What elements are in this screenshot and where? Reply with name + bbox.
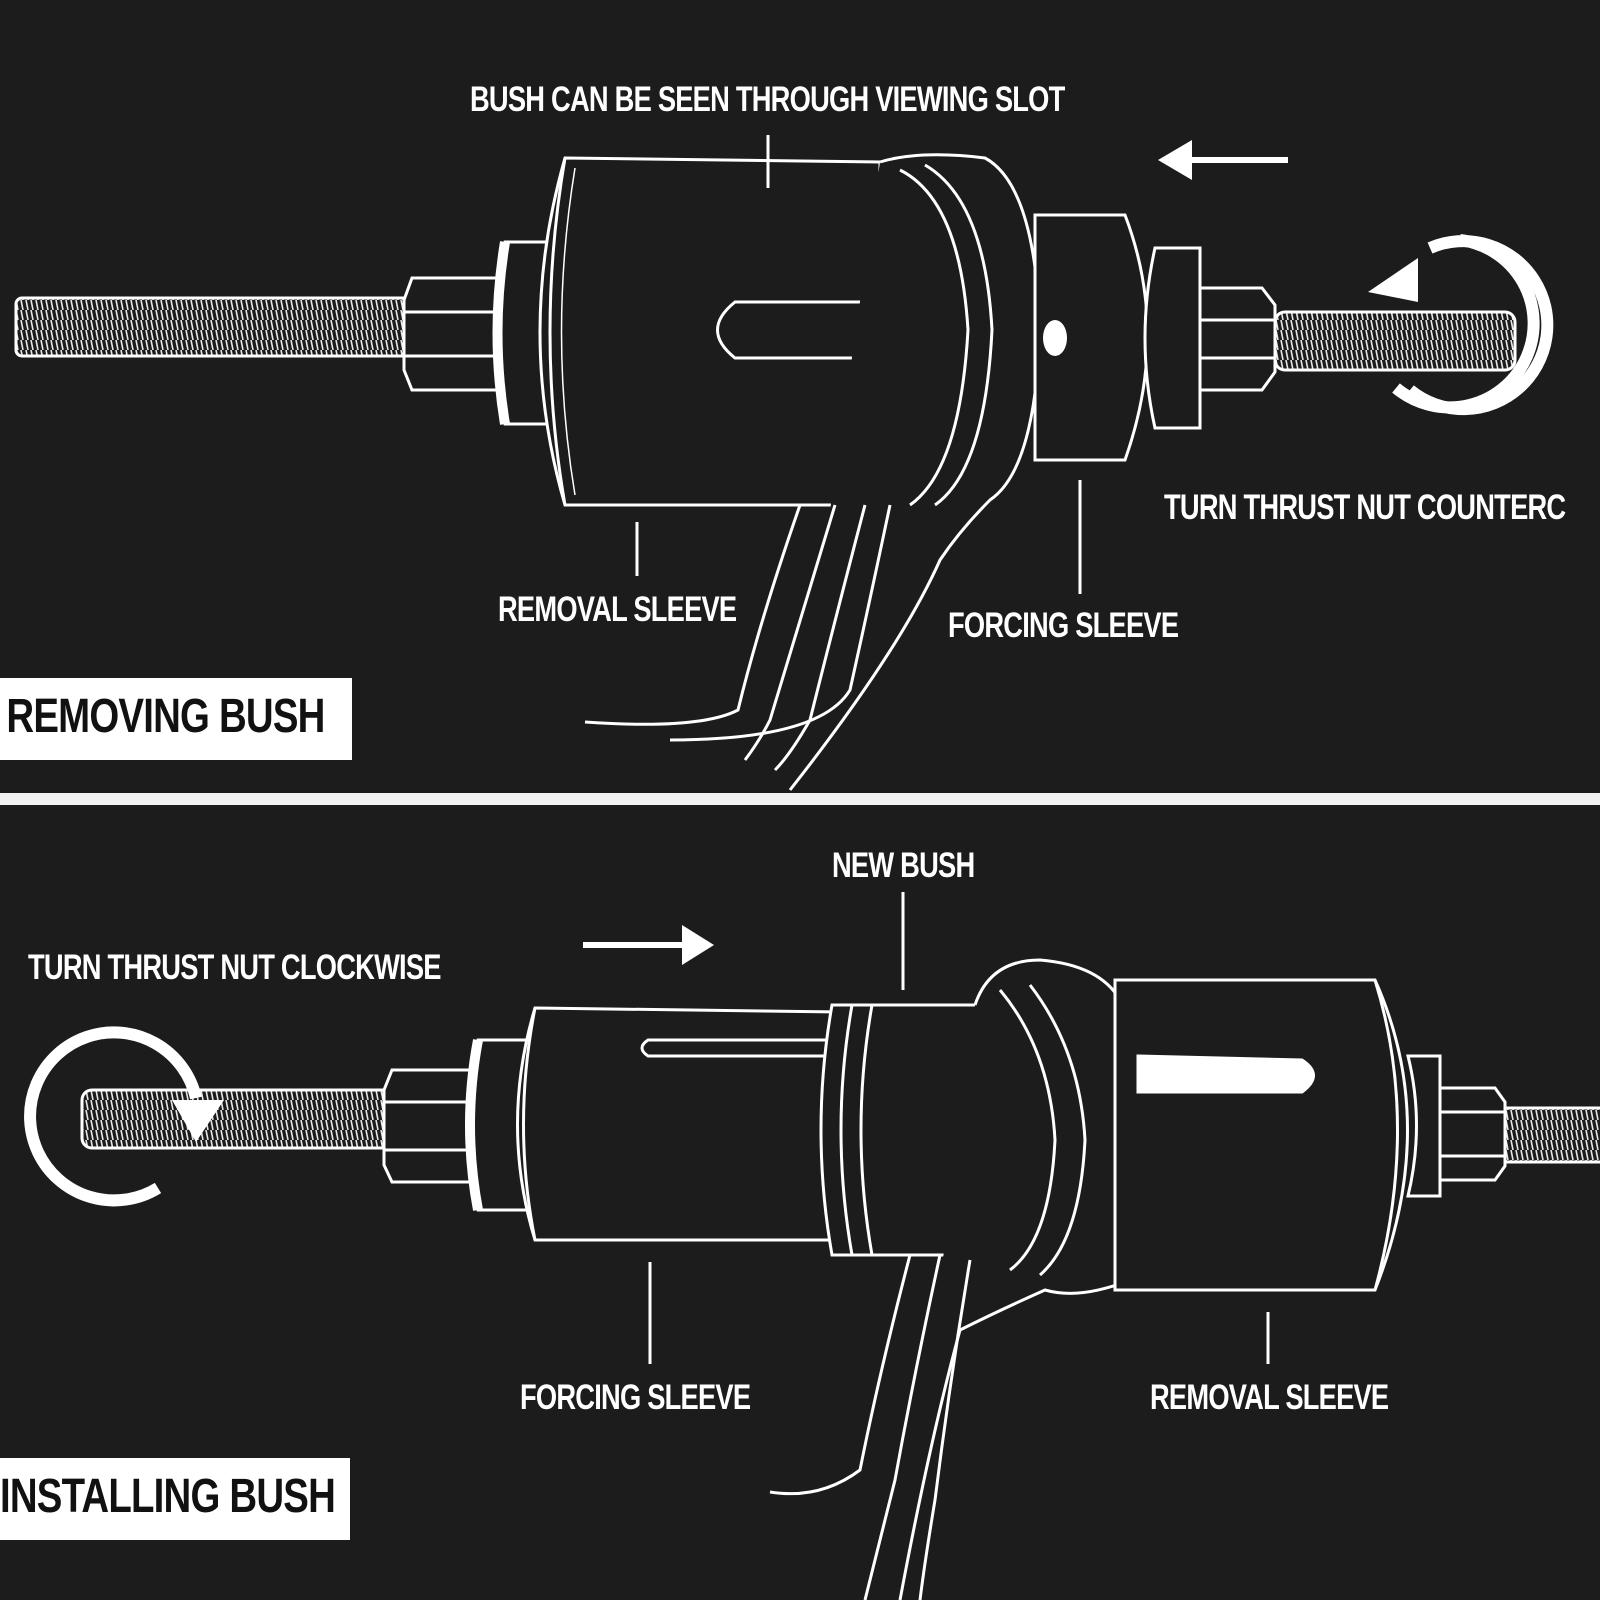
lever-arm — [788, 153, 1042, 791]
label-new-bush: NEW BUSH — [832, 846, 975, 885]
installing-bush-title: INSTALLING BUSH — [0, 1470, 336, 1523]
removing-leader-lines — [635, 135, 1082, 594]
threaded-rod-right — [1273, 310, 1517, 372]
label-forcing-sleeve: FORCING SLEEVE — [520, 1378, 751, 1417]
label-turn-thrust-nut-clockwise: TURN THRUST NUT CLOCKWISE — [28, 948, 441, 987]
label-removal-sleeve: REMOVAL SLEEVE — [498, 590, 737, 629]
threaded-rod-left — [80, 1088, 394, 1150]
hex-nut-right — [1198, 286, 1277, 392]
removing-bush-title: REMOVING BUSH — [6, 690, 325, 743]
lever-arm — [898, 958, 1132, 1600]
panel-divider — [0, 793, 1600, 805]
forcing-sleeve-body — [516, 1006, 842, 1242]
removal-sleeve-body — [1113, 978, 1409, 1292]
arrow-left-icon — [1158, 140, 1288, 180]
installing-leader-lines — [648, 892, 1270, 1364]
viewing-slot — [1136, 1054, 1315, 1094]
removing-bush-badge: REMOVING BUSH — [0, 678, 352, 760]
arrow-right-icon — [583, 925, 714, 965]
thrust-washer-right — [1406, 1054, 1442, 1198]
label-viewing-slot: BUSH CAN BE SEEN THROUGH VIEWING SLOT — [470, 80, 1065, 119]
hex-nut-right — [1438, 1086, 1507, 1182]
viewing-slot — [716, 300, 907, 360]
new-bush — [819, 1003, 987, 1257]
hex-nut-left — [402, 276, 510, 392]
thrust-washer-right — [1143, 246, 1202, 430]
label-removal-sleeve: REMOVAL SLEEVE — [1150, 1378, 1389, 1417]
installing-bush-badge: INSTALLING BUSH — [0, 1458, 350, 1540]
label-turn-thrust-nut-counterclockwise: TURN THRUST NUT COUNTERC — [1164, 488, 1566, 527]
removing-assembly — [14, 153, 1517, 791]
installing-assembly — [80, 958, 1600, 1600]
removal-sleeve-body — [538, 156, 882, 507]
threaded-rod-right — [1503, 1106, 1600, 1164]
rotate-counterclockwise-icon — [1368, 234, 1554, 416]
label-forcing-sleeve: FORCING SLEEVE — [948, 606, 1179, 645]
rotate-clockwise-icon — [24, 1026, 224, 1207]
threaded-rod-left — [14, 296, 414, 358]
